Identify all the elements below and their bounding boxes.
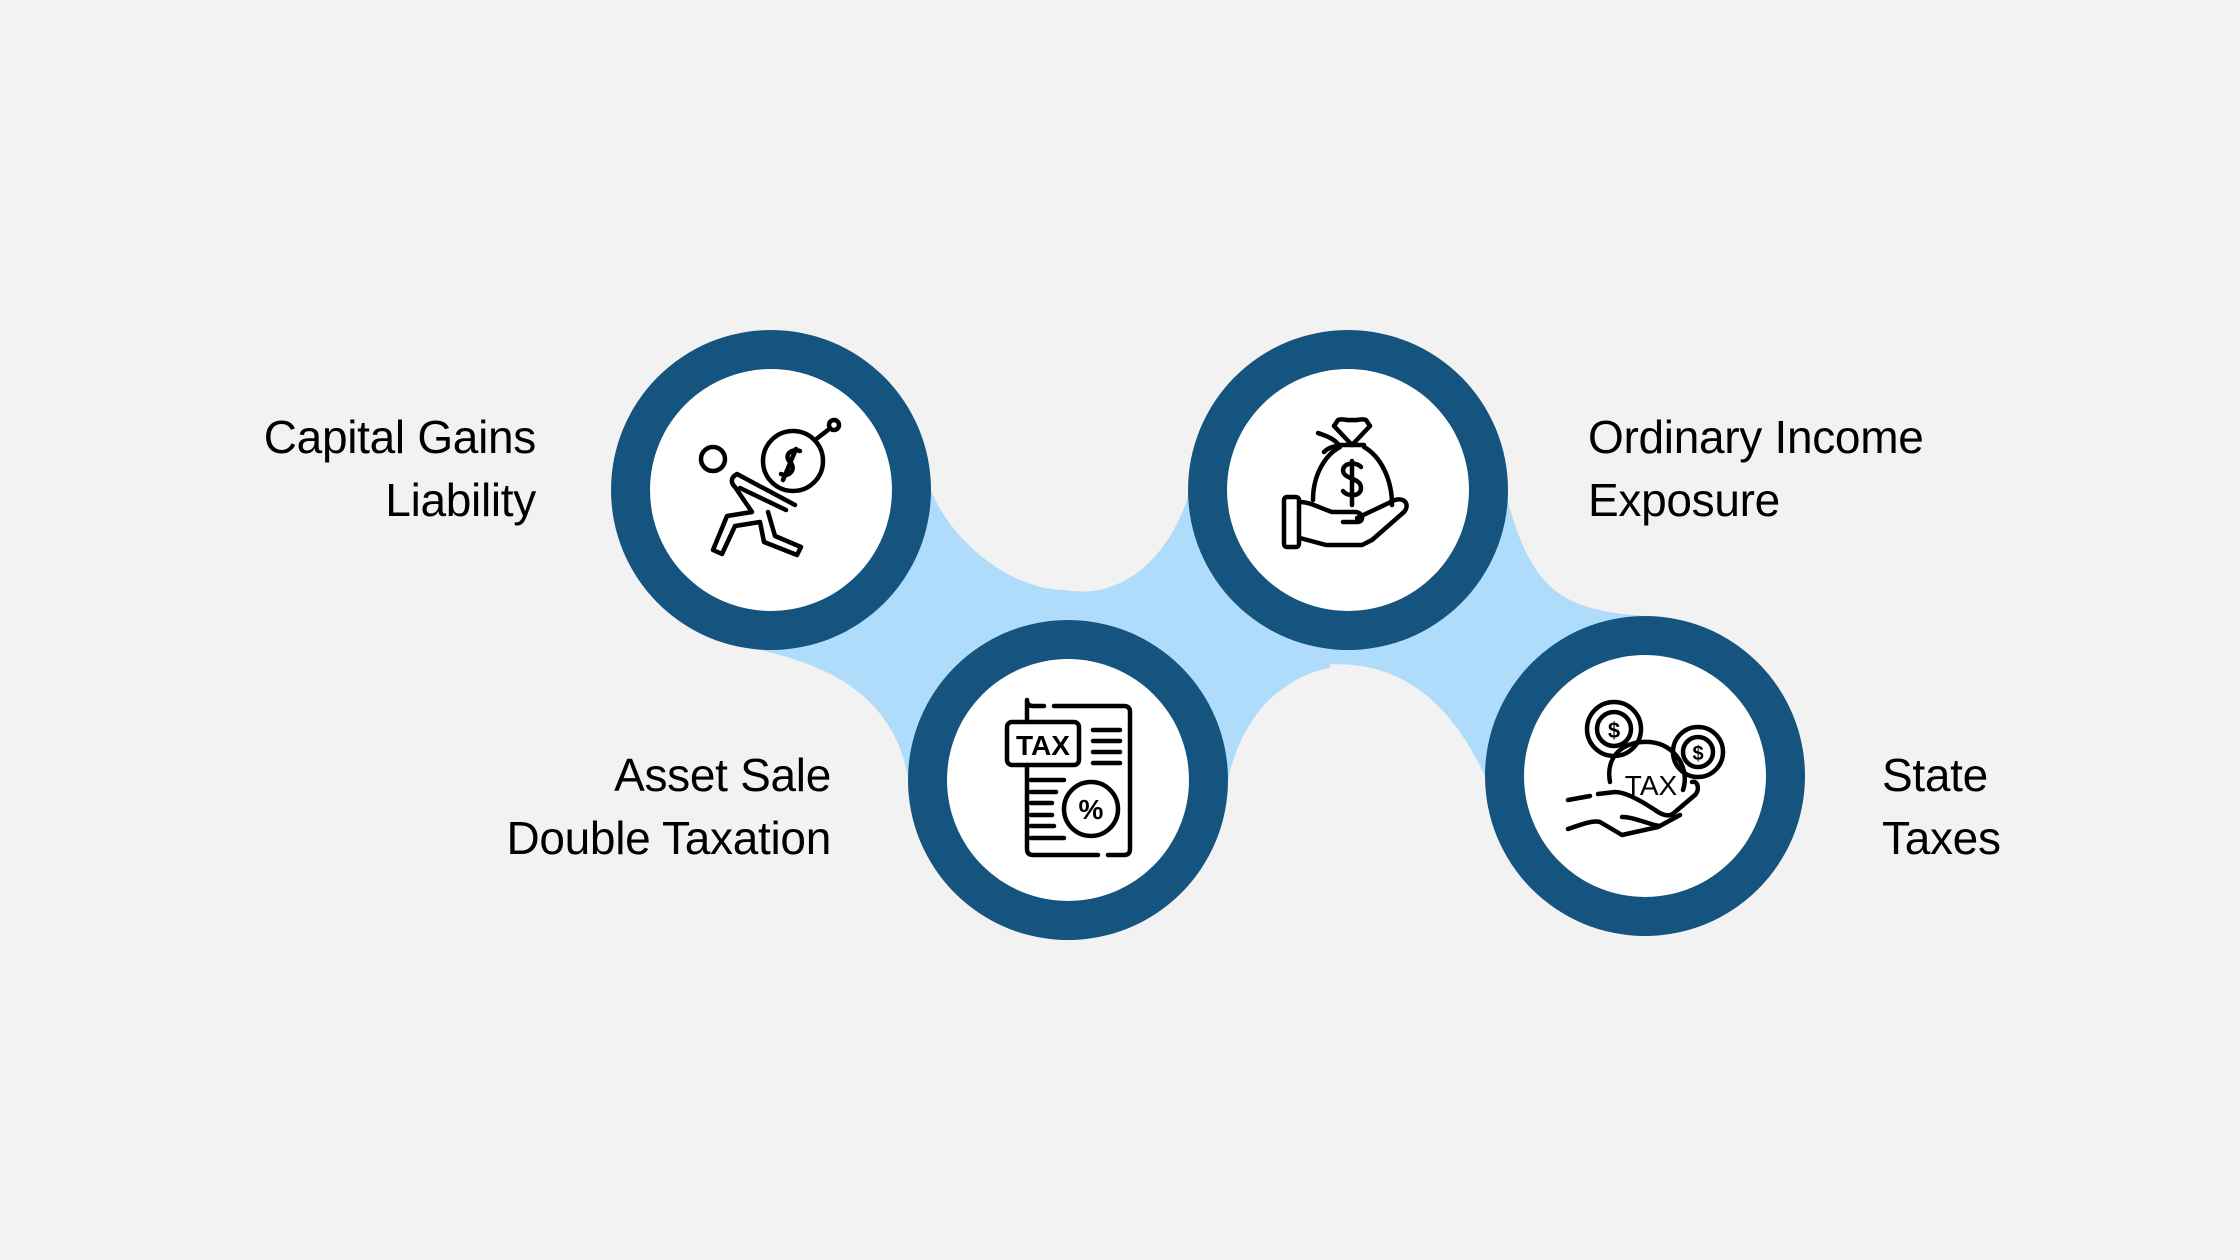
node-inner — [1227, 369, 1469, 611]
percent-icon-text: % — [1079, 794, 1104, 825]
label-line: Asset Sale — [614, 749, 831, 801]
label-line: Liability — [385, 474, 536, 526]
tax-document-percent-icon — [1004, 697, 1133, 858]
dollar-coin-icon-text: $ — [1608, 718, 1620, 743]
person-pushing-money-ball-icon — [698, 417, 842, 558]
hand-holding-money-bag-icon — [1281, 417, 1409, 550]
label-line: Ordinary Income — [1588, 411, 1924, 463]
node-ordinary-income — [1188, 330, 1508, 650]
node-state-taxes: $ $ TAX — [1485, 616, 1805, 936]
tax-label-icon-text: TAX — [1016, 730, 1070, 761]
label-state-taxes: State Taxes — [1882, 744, 2001, 870]
label-capital-gains: Capital Gains Liability — [263, 406, 537, 532]
label-line: Exposure — [1588, 474, 1780, 526]
connector-band-lower-mid — [1200, 600, 1330, 790]
label-line: State — [1882, 749, 1988, 801]
dollar-coin-icon-text: $ — [1692, 743, 1703, 765]
label-line: Taxes — [1882, 812, 2001, 864]
tax-coin-icon-text: TAX — [1625, 770, 1678, 801]
node-inner — [947, 659, 1189, 901]
label-line: Capital Gains — [263, 411, 537, 463]
hand-holding-tax-coins-icon — [1565, 699, 1726, 838]
node-capital-gains — [611, 330, 931, 650]
label-line: Double Taxation — [506, 812, 831, 864]
label-asset-sale: Asset Sale Double Taxation — [506, 744, 831, 870]
node-inner — [1524, 655, 1766, 897]
label-ordinary-income: Ordinary Income Exposure — [1588, 406, 1924, 532]
node-asset-sale: TAX % — [908, 620, 1228, 940]
